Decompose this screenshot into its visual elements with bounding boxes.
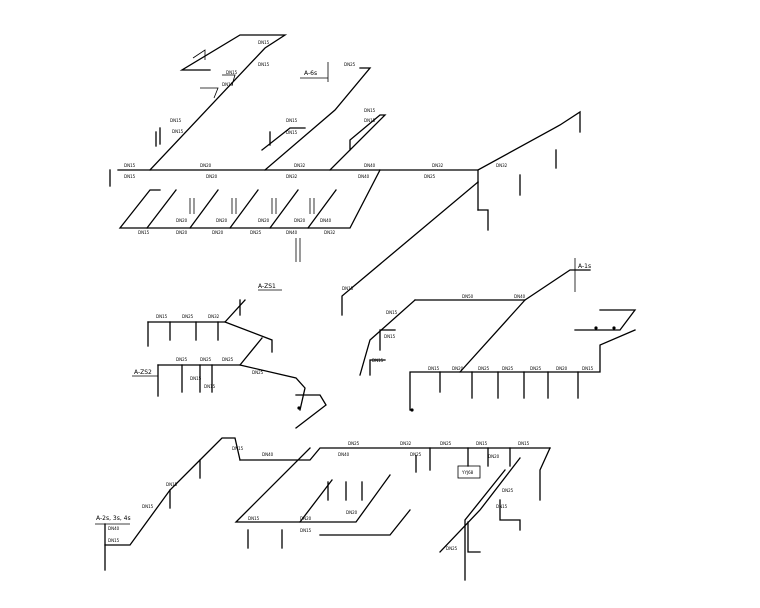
pipe-size-label: DN15 xyxy=(108,538,120,543)
pipe-size-label: DN32 xyxy=(432,163,444,168)
long-diagonal-pipe xyxy=(341,181,479,316)
equipment-box xyxy=(457,465,481,479)
pipe-size-label: DN15 xyxy=(258,40,270,45)
pipe-size-label: DN20 xyxy=(176,218,188,223)
pipe-size-label: DN20 xyxy=(212,230,224,235)
system-tag-a-zs2: A-ZS2 xyxy=(134,369,152,376)
pipe-size-label: DN15 xyxy=(170,118,182,123)
pipe-size-label: DN20 xyxy=(216,218,228,223)
pipe-size-label: DN25 xyxy=(222,357,234,362)
pipe-size-label: DN40 xyxy=(286,230,298,235)
pipe-size-label: DN40 xyxy=(108,526,120,531)
pipe-size-label: DN25 xyxy=(344,62,356,67)
pipe-size-label: DN15 xyxy=(364,108,376,113)
system-tag-a-2s-3s-4s: A-2s, 3s, 4s xyxy=(96,515,131,522)
pipe-size-label: DN15 xyxy=(372,358,384,363)
pipe-size-label: DN15 xyxy=(248,516,260,521)
pipe-size-label: DN15 xyxy=(226,70,238,75)
pipe-size-label: DN25 xyxy=(200,357,212,362)
pipe-size-label: DN25 xyxy=(424,174,436,179)
pipe-size-label: DN15 xyxy=(428,366,440,371)
pipe-size-label: DN25 xyxy=(478,366,490,371)
pipe-size-label: DN15 xyxy=(582,366,594,371)
system-tag-a-zs1: A-ZS1 xyxy=(258,283,276,290)
pipe-size-label: DN20 xyxy=(200,163,212,168)
pipe-size-label: DN25 xyxy=(440,441,452,446)
pipe-size-label: DN15 xyxy=(342,286,354,291)
pipe-size-label: DN20 xyxy=(294,218,306,223)
pipe-size-label: DN25 xyxy=(446,546,458,551)
pipe-size-label: DN20 xyxy=(176,230,188,235)
lower-loop-pipe xyxy=(118,169,381,229)
pipe-size-label: DN20 xyxy=(258,218,270,223)
pipe-size-label: DN32 xyxy=(324,230,336,235)
pipe-size-label: DN15 xyxy=(204,384,216,389)
system-a-zs xyxy=(132,289,327,429)
pipe-size-label: DN20 xyxy=(488,454,500,459)
pipe-size-label: DN40 xyxy=(514,294,526,299)
pipe-size-label: DN15 xyxy=(190,376,202,381)
pipe-size-label: DN15 xyxy=(300,528,312,533)
pipe-size-label: DN32 xyxy=(286,174,298,179)
pipe-size-label: DN15 xyxy=(156,314,168,319)
system-tag-a-1s: A-1s xyxy=(578,263,591,270)
pipe-size-label: DN15 xyxy=(386,310,398,315)
pipe-size-label: DN15 xyxy=(384,334,396,339)
pipe-size-label: DN50 xyxy=(462,294,474,299)
pipe-size-label: DN32 xyxy=(496,163,508,168)
pipe-size-label: DN40 xyxy=(364,163,376,168)
pipe-size-label: DN15 xyxy=(222,82,234,87)
system-a-2s-3s-4s xyxy=(95,437,551,581)
pipe-size-label: DN25 xyxy=(502,488,514,493)
pipe-size-label: DN15 xyxy=(172,129,184,134)
pipe-size-label: DN32 xyxy=(294,163,306,168)
pipe-size-label: DN15 xyxy=(496,504,508,509)
pipe-size-label: DN20 xyxy=(300,516,312,521)
pipe-size-label: DN20 xyxy=(452,366,464,371)
pipe-size-label: DN20 xyxy=(556,366,568,371)
pipe-size-label: DN25 xyxy=(250,230,262,235)
pipe-size-label: DN15 xyxy=(364,118,376,123)
pipe-size-label: DN15 xyxy=(518,441,530,446)
pipe-size-label: DN15 xyxy=(142,504,154,509)
pipe-size-label: DN15 xyxy=(166,482,178,487)
pipe-size-label: DN20 xyxy=(346,510,358,515)
pipe-size-label: DN15 xyxy=(138,230,150,235)
pipe-size-label: DN15 xyxy=(124,174,136,179)
pipe-size-label: DN40 xyxy=(262,452,274,457)
pipe-size-label: DN15 xyxy=(476,441,488,446)
pipe-size-label: DN25 xyxy=(530,366,542,371)
pipe-size-label: DN15 xyxy=(124,163,136,168)
pipe-size-label: DN40 xyxy=(358,174,370,179)
pipe-size-label: DN25 xyxy=(182,314,194,319)
pipe-size-label: DN15 xyxy=(286,130,298,135)
pipe-size-label: DN25 xyxy=(410,452,422,457)
pipe-size-label: DN32 xyxy=(208,314,220,319)
pipe-size-label: DN15 xyxy=(258,62,270,67)
pipe-size-label: DN15 xyxy=(286,118,298,123)
riser-diagonal xyxy=(149,34,288,171)
pipe-size-label: DN32 xyxy=(400,441,412,446)
system-a-6s xyxy=(109,34,581,316)
equipment-label: YYJ68 xyxy=(461,470,474,475)
system-a-1s xyxy=(359,258,637,412)
pipe-size-label: DN15 xyxy=(232,446,244,451)
pipe-size-label: DN25 xyxy=(176,357,188,362)
pipe-size-label: DN25 xyxy=(502,366,514,371)
pipe-size-label: DN25 xyxy=(348,441,360,446)
pipe-size-label: DN40 xyxy=(338,452,350,457)
pipe-size-label: DN25 xyxy=(252,370,264,375)
pipe-size-label: DN20 xyxy=(206,174,218,179)
pipe-size-label: DN40 xyxy=(320,218,332,223)
system-tag-a-6s: A-6s xyxy=(304,70,317,77)
